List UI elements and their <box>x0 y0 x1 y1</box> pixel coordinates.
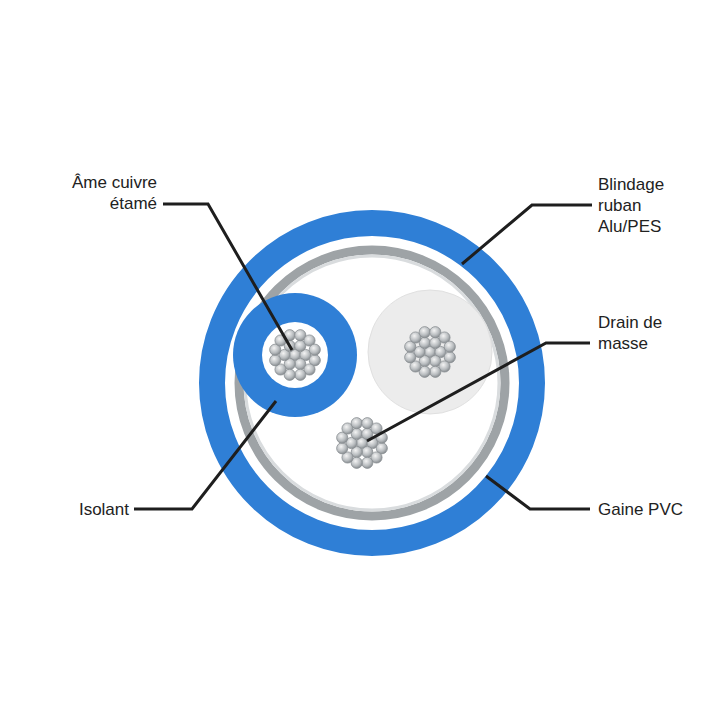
insulation-blue <box>233 293 357 417</box>
strand <box>309 344 320 355</box>
copper-strands <box>270 327 456 469</box>
part-label: Gaine PVC <box>598 499 698 520</box>
strand <box>295 369 306 380</box>
pvc-jacket <box>212 223 532 543</box>
leader-line <box>134 401 276 509</box>
conductor-bed <box>262 322 328 388</box>
part-label: Drain de masse <box>598 312 678 354</box>
part-label: Isolant <box>39 499 129 520</box>
strand <box>270 355 281 366</box>
part-label: Blindage ruban Alu/PES <box>598 174 690 237</box>
strand <box>362 457 373 468</box>
leader-line <box>462 205 592 264</box>
strand <box>430 366 441 377</box>
foil-shield-inner <box>245 256 499 510</box>
foil-shield <box>239 250 505 516</box>
part-label: Âme cuivre étamé <box>49 172 157 214</box>
strand <box>337 443 348 454</box>
leader-line <box>486 476 590 509</box>
insulation-white <box>368 290 492 414</box>
strand <box>419 327 430 338</box>
strand <box>405 352 416 363</box>
strand <box>444 341 455 352</box>
strand <box>351 418 362 429</box>
leader-line <box>163 204 292 350</box>
leader-lines <box>134 204 592 509</box>
leader-line <box>367 343 590 441</box>
